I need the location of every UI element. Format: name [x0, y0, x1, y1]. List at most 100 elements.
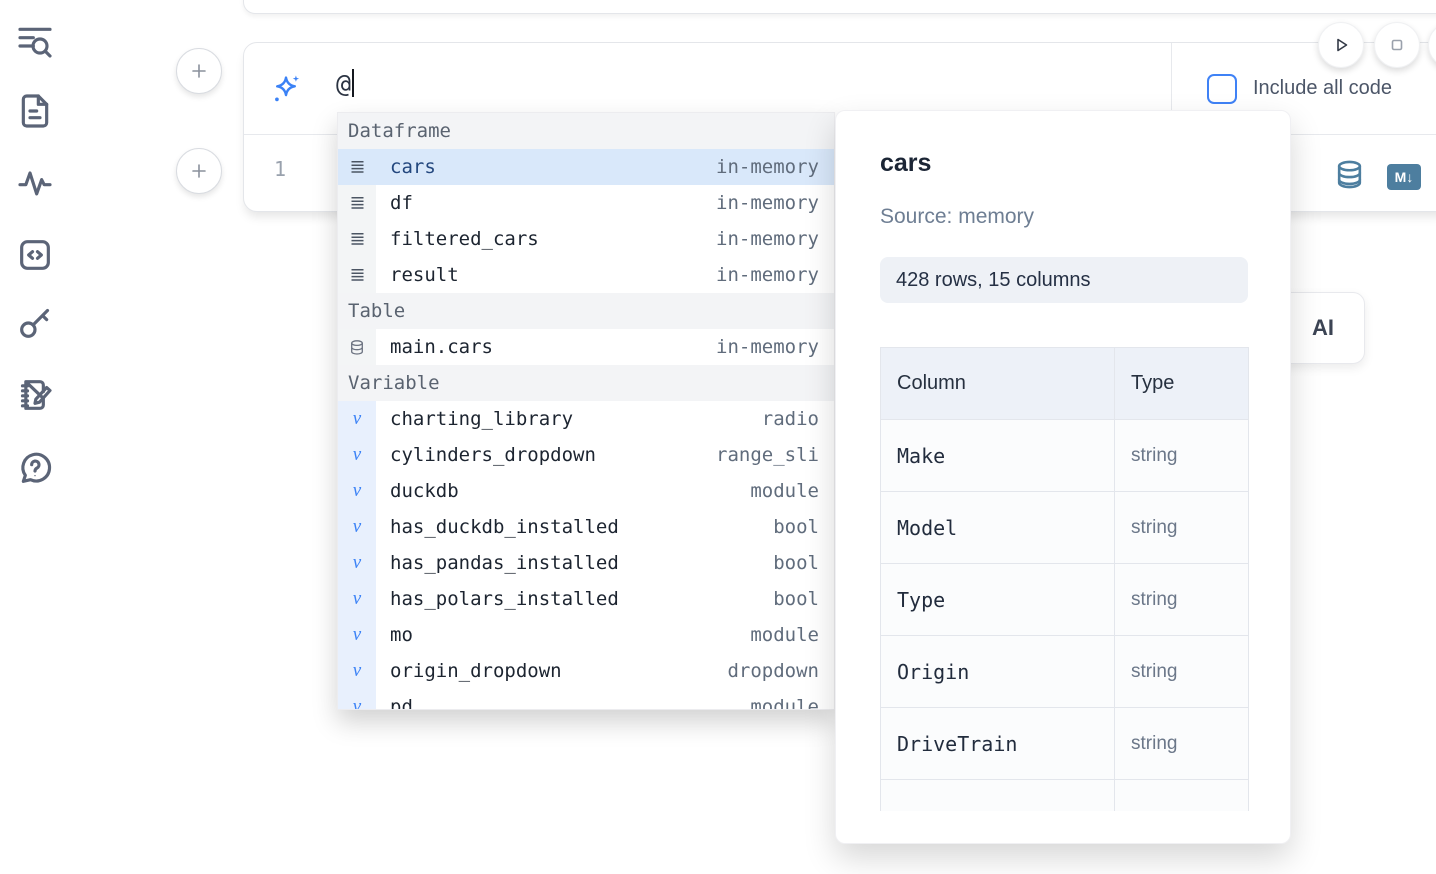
schema-row	[880, 779, 1249, 811]
item-name: cylinders_dropdown	[390, 444, 596, 466]
column-name: Type	[880, 563, 1115, 636]
play-icon	[1337, 38, 1348, 52]
run-cell-button[interactable]	[1318, 22, 1364, 68]
schema-header-Type: Type	[1114, 347, 1249, 420]
column-name	[880, 779, 1115, 811]
ai-button-label: AI	[1312, 315, 1334, 340]
item-type: module	[750, 696, 819, 710]
autocomplete-item-has_pandas_installed[interactable]: v has_pandas_installed bool	[338, 545, 834, 581]
ai-prompt-value: @	[336, 69, 352, 98]
item-icon-gutter: v	[338, 689, 376, 709]
toc-search-icon[interactable]	[15, 21, 55, 61]
include-all-code-label: Include all code	[1253, 77, 1392, 99]
variable-icon: v	[352, 588, 362, 609]
item-type: module	[750, 480, 819, 502]
item-name: origin_dropdown	[390, 660, 562, 682]
column-type: string	[1114, 563, 1249, 636]
item-type: dropdown	[727, 660, 819, 682]
column-type: string	[1114, 491, 1249, 564]
item-type: in-memory	[716, 156, 819, 178]
variable-icon: v	[352, 660, 362, 681]
item-name: df	[390, 192, 413, 214]
item-type: bool	[773, 516, 819, 538]
item-icon-gutter: v	[338, 581, 376, 617]
item-name: result	[390, 264, 459, 286]
item-name: duckdb	[390, 480, 459, 502]
column-name: DriveTrain	[880, 707, 1115, 780]
column-name: Model	[880, 491, 1115, 564]
help-chat-icon[interactable]	[15, 448, 55, 488]
dataframe-icon	[351, 269, 363, 281]
include-all-code-checkbox[interactable]	[1207, 73, 1237, 104]
autocomplete-section-header: Table	[338, 293, 834, 329]
activity-icon[interactable]	[15, 163, 55, 203]
text-cursor	[352, 69, 355, 97]
autocomplete-item-main.cars[interactable]: main.cars in-memory	[338, 329, 834, 365]
autocomplete-item-cylinders_dropdown[interactable]: v cylinders_dropdown range_sli	[338, 437, 834, 473]
database-icon[interactable]	[1334, 159, 1365, 195]
item-icon-gutter: v	[338, 617, 376, 653]
item-name: main.cars	[390, 336, 493, 358]
item-icon-gutter	[338, 185, 376, 221]
preview-title: cars	[880, 149, 932, 177]
item-type: range_sli	[716, 444, 819, 466]
item-name: mo	[390, 624, 413, 646]
sparkles-icon	[269, 73, 303, 107]
item-name: pd	[390, 696, 413, 710]
file-icon[interactable]	[15, 91, 55, 131]
autocomplete-item-charting_library[interactable]: v charting_library radio	[338, 401, 834, 437]
autocomplete-item-origin_dropdown[interactable]: v origin_dropdown dropdown	[338, 653, 834, 689]
autocomplete-section-header: Variable	[338, 365, 834, 401]
item-name: charting_library	[390, 408, 574, 430]
item-type: radio	[761, 408, 819, 430]
markdown-icon[interactable]: M↓	[1387, 164, 1421, 190]
item-icon-gutter: v	[338, 401, 376, 437]
item-icon-gutter: v	[338, 545, 376, 581]
item-type: in-memory	[716, 192, 819, 214]
column-type: string	[1114, 419, 1249, 492]
column-name: Make	[880, 419, 1115, 492]
item-icon-gutter	[338, 221, 376, 257]
code-editor-row[interactable]: 1 M↓	[244, 135, 1436, 211]
autocomplete-item-result[interactable]: result in-memory	[338, 257, 834, 293]
key-icon[interactable]	[15, 303, 55, 343]
variable-icon: v	[352, 552, 362, 573]
autocomplete-item-cars[interactable]: cars in-memory	[338, 149, 834, 185]
plus-icon	[192, 64, 206, 78]
item-name: has_pandas_installed	[390, 552, 619, 574]
previous-cell-edge	[243, 0, 1436, 14]
sidebar	[0, 0, 74, 874]
dataframe-icon	[351, 233, 363, 245]
item-type: in-memory	[716, 264, 819, 286]
dataframe-preview-panel: cars Source: memory 428 rows, 15 columns…	[835, 110, 1291, 844]
variable-icon: v	[352, 444, 362, 465]
stop-button[interactable]	[1374, 22, 1420, 68]
add-cell-button-top[interactable]	[176, 48, 222, 94]
item-icon-gutter	[338, 149, 376, 185]
item-name: has_polars_installed	[390, 588, 619, 610]
item-type: bool	[773, 552, 819, 574]
item-name: cars	[390, 156, 436, 178]
stop-icon	[1391, 39, 1403, 51]
code-snippets-icon[interactable]	[15, 235, 55, 275]
item-icon-gutter: v	[338, 509, 376, 545]
include-all-code: Include all code	[1207, 43, 1392, 134]
add-cell-button-bottom[interactable]	[176, 148, 222, 194]
scratchpad-icon[interactable]	[15, 375, 55, 415]
autocomplete-item-df[interactable]: df in-memory	[338, 185, 834, 221]
ai-prompt-input[interactable]: @	[336, 69, 355, 98]
variable-icon: v	[352, 624, 362, 645]
item-type: in-memory	[716, 336, 819, 358]
